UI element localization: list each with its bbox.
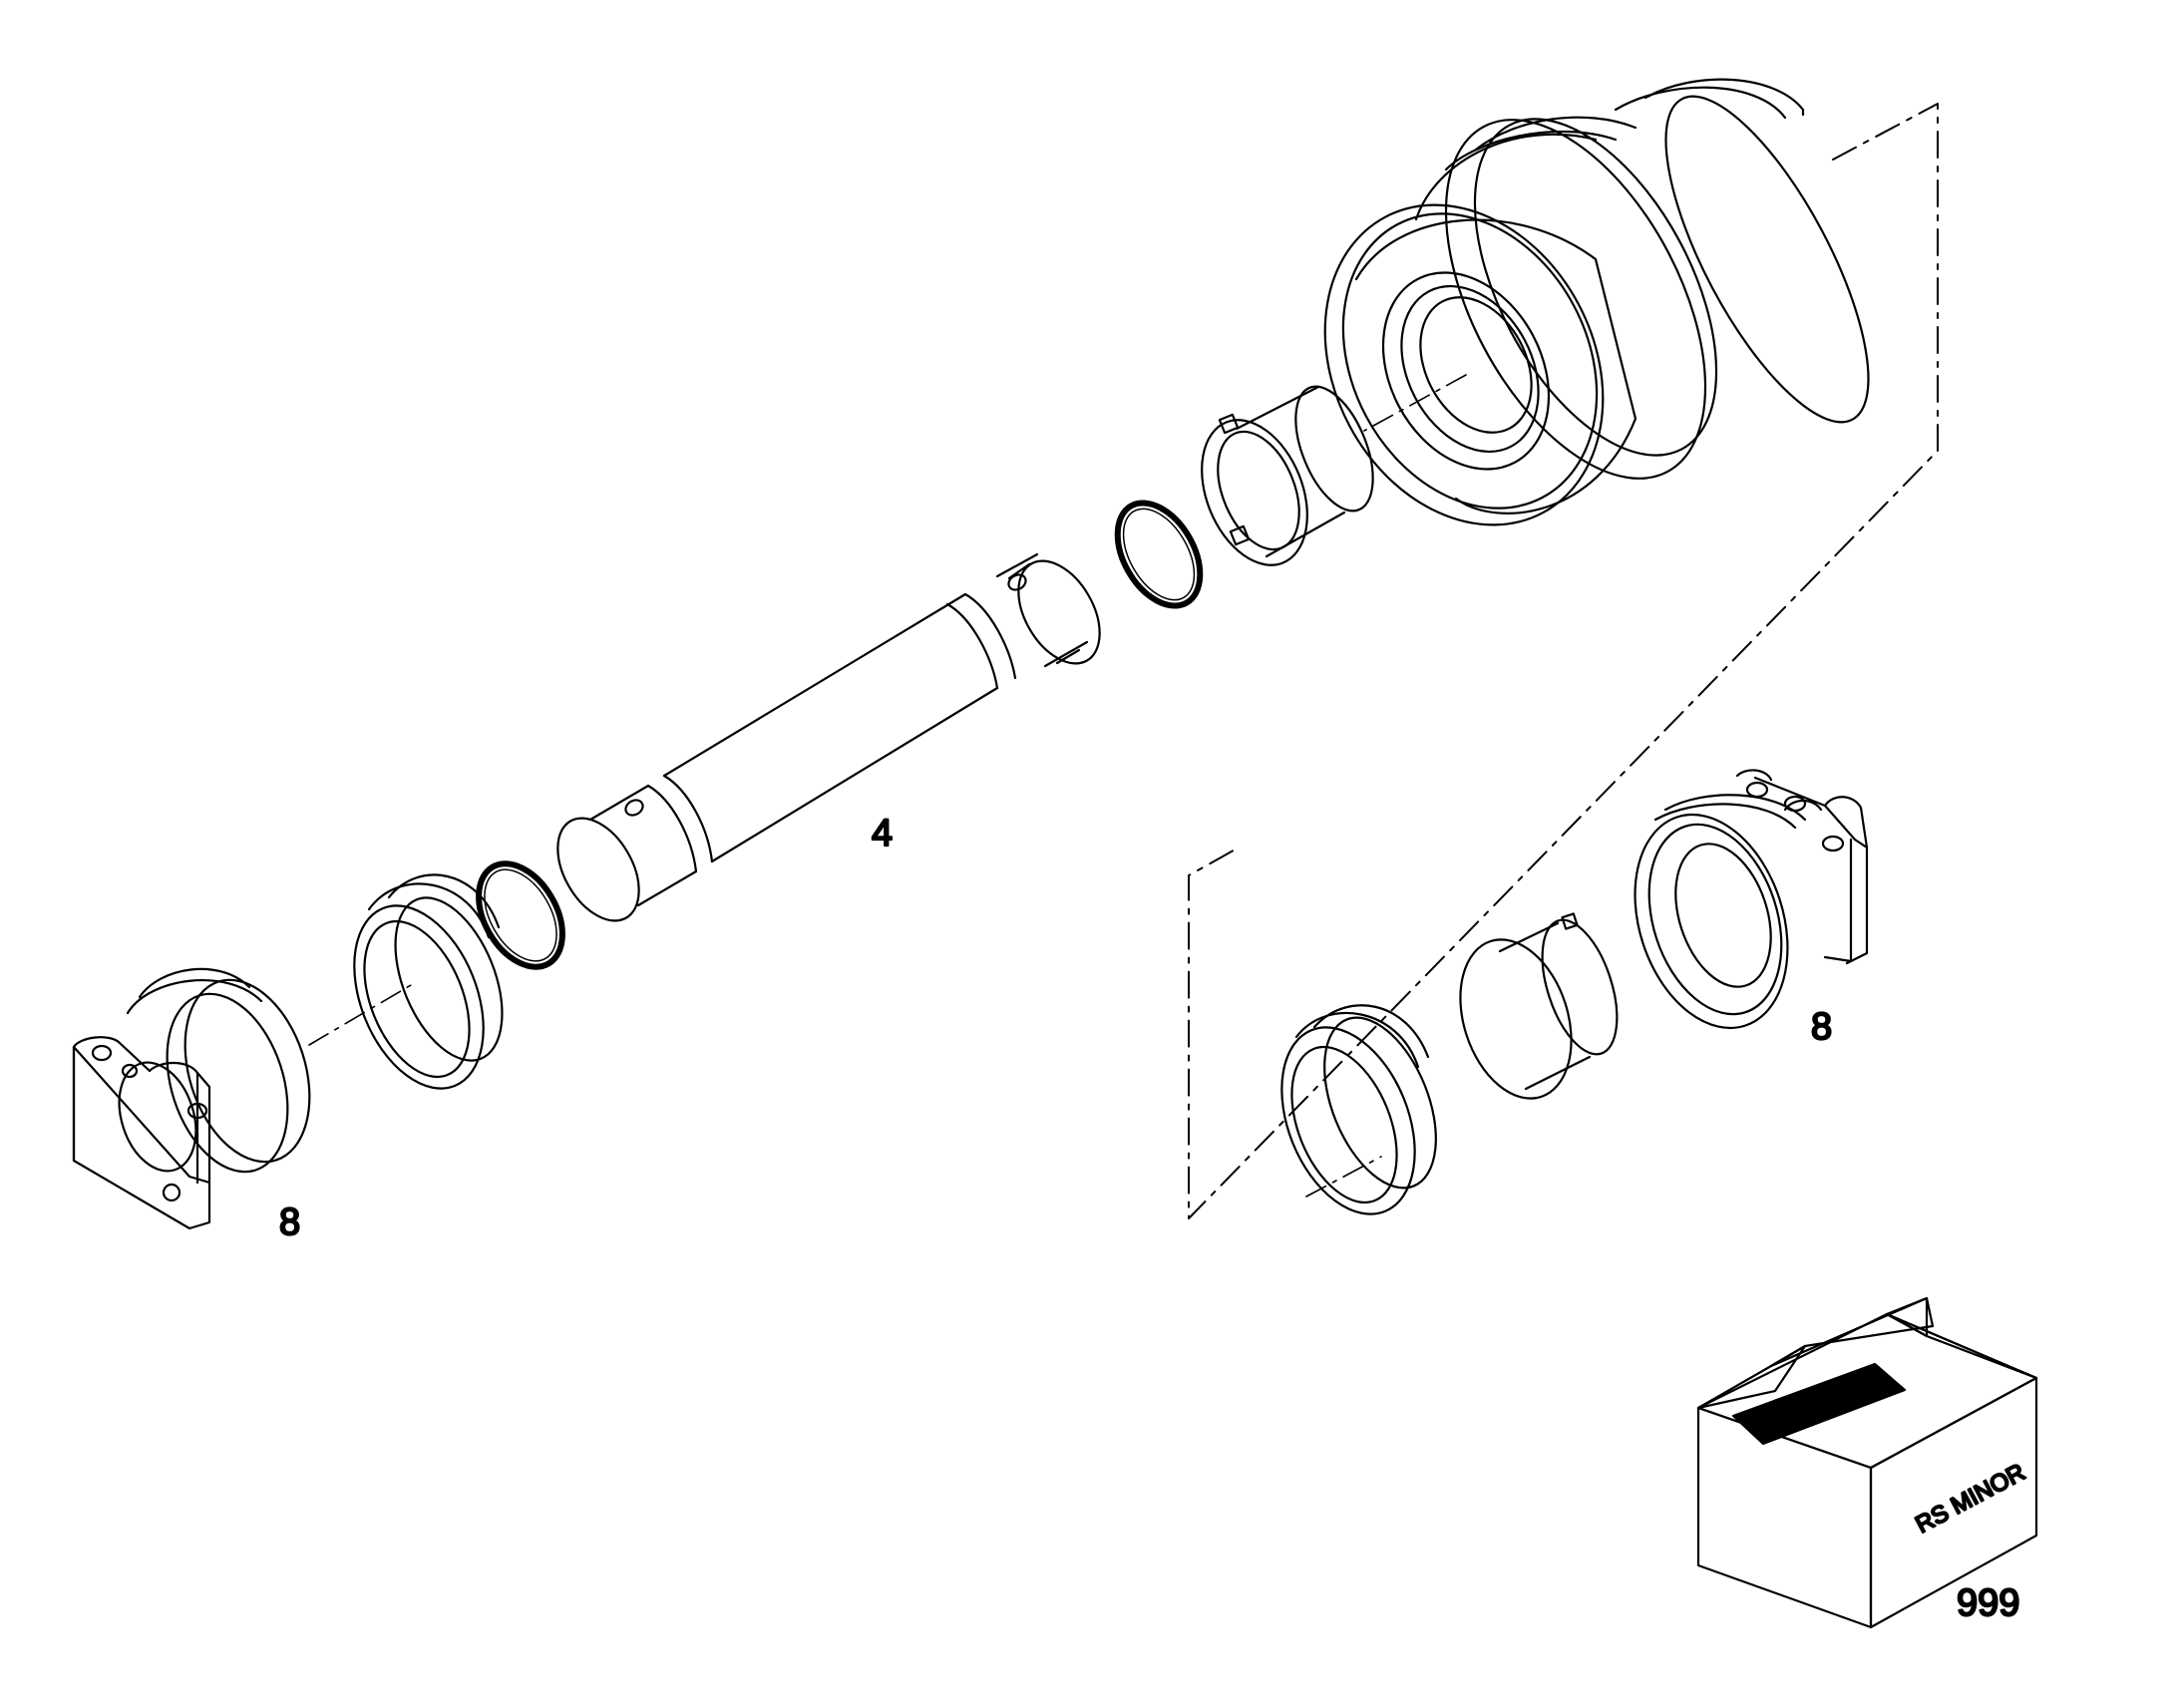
axis-lines — [308, 374, 1467, 1197]
flanged-bushing-lower — [1441, 911, 1632, 1114]
end-bracket-right — [1610, 770, 1867, 1047]
callout-shaft: 4 — [872, 813, 893, 854]
seal-ring-right — [1257, 1002, 1459, 1234]
kit-box — [1698, 1298, 2036, 1627]
flanged-bushing-top — [1182, 376, 1388, 581]
o-ring-top — [1101, 489, 1218, 620]
callout-kit-box: 999 — [1957, 1582, 2019, 1624]
track-roller — [1271, 70, 1907, 573]
callout-right-assembly: 8 — [1811, 1006, 1832, 1048]
roller-shaft — [542, 547, 1117, 935]
kit-box-label: RS MINOR — [1912, 1459, 2030, 1538]
seal-ring-left — [329, 874, 524, 1107]
o-ring-left — [462, 850, 579, 982]
end-bracket-left — [74, 964, 331, 1228]
callout-left-assembly: 8 — [279, 1201, 300, 1243]
assembly-boundary-line — [1188, 103, 1939, 1219]
